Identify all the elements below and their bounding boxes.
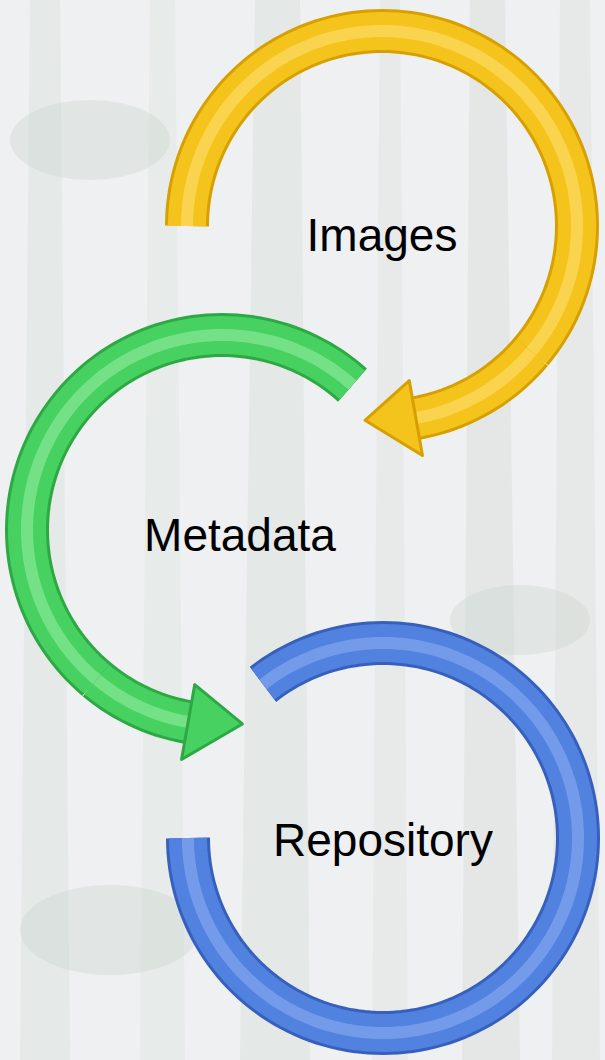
arrow-connector: [365, 351, 531, 455]
arrow-band-edge: [27, 335, 352, 679]
node-label: Repository: [273, 814, 493, 867]
arrow-band-edge: [416, 351, 532, 418]
arrowhead: [365, 381, 422, 456]
foliage-patch: [10, 100, 170, 180]
label-holder: Metadata: [1, 309, 443, 751]
circular-arrow-node: Metadata: [1, 309, 443, 751]
arrow-band: [416, 351, 532, 418]
ring-group: [27, 335, 352, 679]
node-label: Metadata: [144, 509, 336, 562]
ring-group: [188, 643, 578, 1033]
arrow-band-highlight: [416, 351, 532, 418]
arrow-band-highlight: [188, 643, 578, 1033]
arrow-band-highlight: [187, 31, 577, 351]
arrow-band-edge: [187, 31, 577, 351]
arrow-band: [27, 335, 352, 679]
circular-arrow-node: Images: [161, 5, 603, 447]
label-holder: Repository: [162, 617, 604, 1059]
arrow-band-edge: [97, 679, 188, 722]
arrow-band: [188, 643, 578, 1033]
foliage-patch: [20, 885, 200, 975]
arrow-band-highlight: [27, 335, 352, 679]
circular-arrow-node: Repository: [162, 617, 604, 1059]
arrow-band: [97, 679, 188, 722]
arrow-band-edge: [188, 643, 578, 1033]
node-label: Images: [307, 209, 458, 262]
arrow-connector: [97, 679, 243, 759]
foliage: [10, 100, 590, 975]
ring-group: [187, 31, 577, 351]
tree-trunk: [462, 0, 520, 1060]
label-holder: Images: [161, 5, 603, 447]
arrow-band-highlight: [97, 679, 188, 722]
arrowhead: [182, 685, 243, 760]
arrow-band: [187, 31, 577, 351]
tree-trunk: [372, 0, 408, 1060]
